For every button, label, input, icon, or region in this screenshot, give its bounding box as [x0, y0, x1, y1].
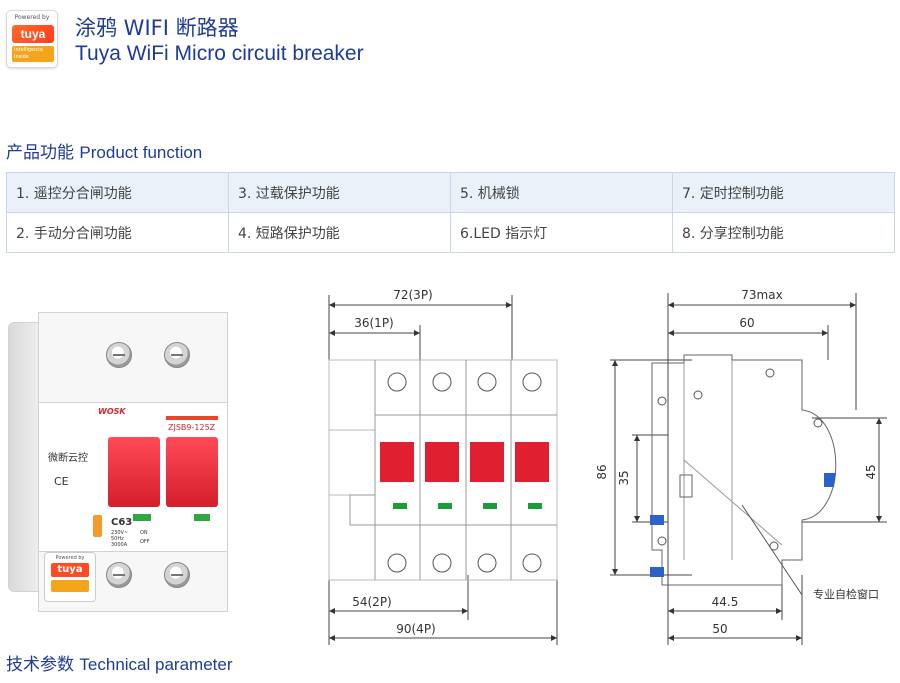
screw-icon: [164, 342, 190, 368]
model-label: ZJSB9-125Z: [168, 423, 216, 432]
window-label: 专业自检窗口: [813, 587, 879, 601]
dim-60-label: 60: [739, 316, 754, 330]
product-function-title: 产品功能 Product function: [6, 138, 202, 163]
tuya-logo-small: Powered by tuya: [44, 552, 96, 602]
front-dimension-drawing: 72(3P) 36(1P) 54(2P) 90(4P): [328, 288, 558, 645]
product-name: 微断云控: [48, 453, 88, 464]
function-cell: 7. 定时控制功能: [672, 172, 895, 213]
screw-icon: [106, 562, 132, 588]
logo-brand: tuya: [12, 25, 54, 43]
screw-icon: [106, 342, 132, 368]
function-cell: 3. 过载保护功能: [228, 172, 451, 213]
model-stripe: [166, 416, 218, 420]
logo-powered-by: Powered by: [14, 14, 50, 21]
product-function-title-cn: 产品功能: [6, 143, 74, 163]
dim-54-label: 54(2P): [352, 595, 392, 609]
function-cell: 6.LED 指示灯: [450, 212, 673, 253]
logo-sub-bar: [51, 580, 89, 592]
function-cell: 4. 短路保护功能: [228, 212, 451, 253]
product-function-title-en: Product function: [79, 143, 203, 162]
dim-45-label: 45: [864, 464, 878, 479]
breaker-lever: [108, 437, 160, 507]
side-dimension-drawing: 73max 60 86 35 45 44.5 50 专业自检窗口: [595, 288, 887, 645]
page-title-cn: 涂鸦 WIFI 断路器: [75, 16, 239, 40]
brand-mark: WOSK: [98, 407, 126, 416]
dim-50-label: 50: [712, 622, 727, 636]
technical-parameter-title: 技术参数 Technical parameter: [6, 650, 232, 675]
dim-72-label: 72(3P): [393, 288, 433, 302]
breaker-lever: [166, 437, 218, 507]
page-title-en: Tuya WiFi Micro circuit breaker: [75, 42, 364, 65]
lock-switch: [93, 515, 102, 537]
logo-powered-by: Powered by: [55, 555, 85, 561]
function-table: 1. 遥控分合闸功能 3. 过载保护功能 5. 机械锁 7. 定时控制功能 2.…: [6, 172, 895, 253]
dim-86-label: 86: [595, 464, 609, 479]
logo-brand: tuya: [51, 563, 89, 577]
screw-icon: [164, 562, 190, 588]
table-row: 2. 手动分合闸功能 4. 短路保护功能 6.LED 指示灯 8. 分享控制功能: [6, 212, 895, 253]
function-cell: 2. 手动分合闸功能: [6, 212, 229, 253]
table-row: 1. 遥控分合闸功能 3. 过载保护功能 5. 机械锁 7. 定时控制功能: [6, 172, 895, 213]
dim-73-label: 73max: [741, 288, 782, 302]
technical-parameter-title-en: Technical parameter: [79, 655, 233, 674]
dim-44-5-label: 44.5: [712, 595, 739, 609]
breaker-photo: WOSK ZJSB9-125Z 微断云控 CE C63 230V~ 50Hz 3…: [8, 312, 230, 612]
function-cell: 5. 机械锁: [450, 172, 673, 213]
led-indicator: [133, 514, 151, 521]
dim-90-label: 90(4P): [396, 622, 436, 636]
off-label: OFF: [140, 539, 150, 545]
technical-parameter-title-cn: 技术参数: [6, 655, 74, 675]
led-indicator: [194, 514, 210, 521]
logo-sub: Intelligence Inside: [12, 46, 54, 62]
on-label: ON: [140, 530, 148, 536]
function-cell: 8. 分享控制功能: [672, 212, 895, 253]
ce-mark: CE: [54, 475, 69, 488]
spec-label: 230V~ 50Hz 3000A: [111, 530, 129, 548]
rating-label: C63: [111, 517, 133, 528]
function-cell: 1. 遥控分合闸功能: [6, 172, 229, 213]
tuya-logo: Powered by tuya Intelligence Inside: [6, 10, 58, 68]
dim-36-label: 36(1P): [354, 316, 394, 330]
dim-35-label: 35: [617, 470, 631, 485]
